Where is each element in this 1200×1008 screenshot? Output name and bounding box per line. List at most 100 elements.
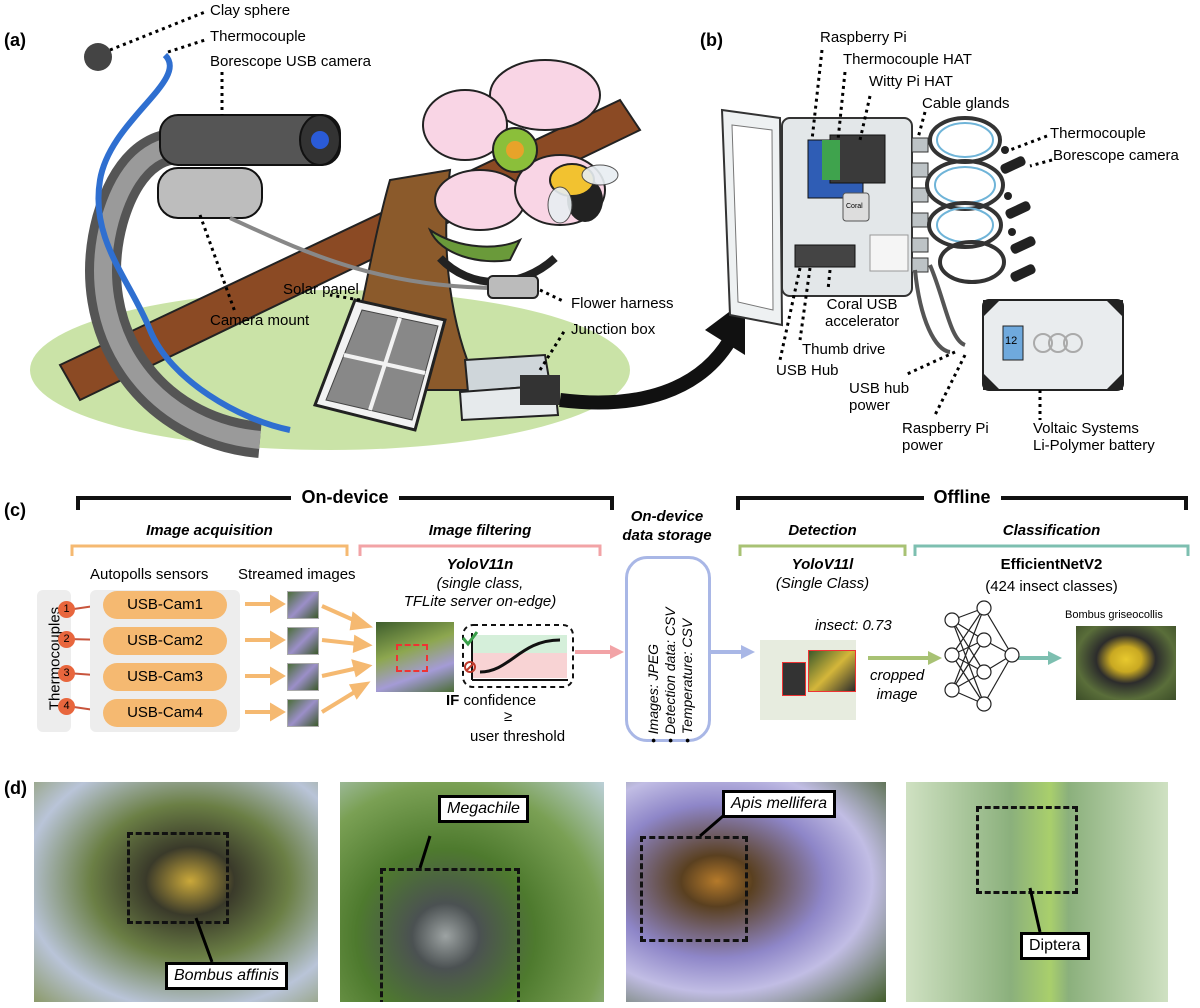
label-clay-sphere: Clay sphere	[210, 2, 291, 19]
photo-diptera	[906, 782, 1168, 1002]
usb-cam-1: USB-Cam1	[103, 591, 227, 619]
label-solar-panel: Solar panel	[283, 281, 359, 298]
label-coral-usb: Coral USB accelerator	[825, 296, 899, 331]
label-rpi-power-line2: power	[902, 437, 943, 455]
if-confidence: IF confidence	[446, 692, 536, 709]
breadboard	[869, 234, 909, 272]
label-usb-hub-power-line1: USB hub	[849, 380, 910, 397]
on-device-heading: On-device	[78, 487, 612, 508]
streamed-image-1	[287, 591, 319, 619]
streamed-label: Streamed images	[238, 566, 356, 583]
confidence-word: confidence	[459, 692, 537, 709]
label-usb-hub-power: USB hub power	[849, 380, 909, 415]
usb-cam-3: USB-Cam3	[103, 663, 227, 691]
storage-box	[625, 556, 711, 742]
effnet-title: EfficientNetV2	[1000, 556, 1103, 573]
box-apis-mellifera	[640, 836, 748, 942]
effnet-subtitle: (424 insect classes)	[985, 578, 1118, 595]
cropped-label-line2: image	[876, 685, 918, 703]
photo-apis-mellifera	[626, 782, 886, 1002]
box-bombus-affinis	[127, 832, 229, 924]
image-acquisition-heading: Image acquisition	[146, 522, 273, 539]
borescope-camera	[159, 114, 341, 166]
box-diptera	[976, 806, 1078, 894]
coiled-cables	[925, 116, 1006, 284]
neural-network-icon	[944, 600, 1020, 712]
yolo-n-subtitle-line1: (single class,	[436, 575, 524, 592]
detection-dark-region	[782, 662, 806, 696]
label-raspberry-pi: Raspberry Pi	[820, 29, 907, 46]
caption-apis-mellifera: Apis mellifera	[722, 790, 837, 818]
caption-bombus-affinis: Bombus affinis	[165, 962, 288, 990]
battery	[982, 299, 1124, 391]
label-usb-hub-power-line2: power	[849, 397, 890, 415]
user-threshold: user threshold	[470, 728, 566, 745]
streamed-image-4	[287, 699, 319, 727]
yolo-n-title: YoloV11n	[446, 556, 514, 573]
label-flower-harness: Flower harness	[571, 295, 674, 312]
label-camera-mount: Camera mount	[210, 312, 310, 329]
coral-accelerator	[842, 192, 870, 222]
offline-heading: Offline	[738, 487, 1186, 508]
panel-a-letter: (a)	[4, 30, 26, 50]
threshold-box	[462, 624, 574, 688]
streamed-image-3	[287, 663, 319, 691]
usb-hub-shape	[794, 244, 856, 268]
label-rpi-power: Raspberry Pi power	[902, 420, 989, 455]
box-megachile	[380, 868, 520, 1002]
usb-cam-4: USB-Cam4	[103, 699, 227, 727]
storage-heading-line2: data storage	[622, 526, 712, 544]
offline-heading-text: Offline	[923, 487, 1001, 507]
caption-diptera: Diptera	[1020, 932, 1090, 960]
battery-readout: 12	[1005, 335, 1018, 347]
thermocouple-cable	[95, 52, 291, 433]
autopolls-label: Autopolls sensors	[90, 566, 209, 583]
tc-badge-3: 3	[58, 665, 75, 682]
label-thermocouple: Thermocouple	[210, 28, 306, 45]
yolo-n-subtitle-line2: TFLite server on-edge)	[403, 593, 557, 610]
solar-panel	[312, 298, 447, 432]
panel-b-letter: (b)	[700, 30, 723, 50]
image-filtering-heading: Image filtering	[428, 522, 532, 539]
tc-badge-2: 2	[58, 631, 75, 648]
label-thumb-drive: Thumb drive	[802, 341, 886, 358]
label-borescope-camera: Borescope camera	[1053, 147, 1179, 164]
storage-heading-line1: On-device	[630, 508, 704, 525]
species-label: Bombus griseocollis	[1065, 609, 1163, 621]
label-thermocouple-b: Thermocouple	[1050, 125, 1146, 142]
bee-illustration	[547, 163, 619, 224]
if-word: IF	[446, 692, 460, 709]
tc-badge-4: 4	[58, 698, 75, 715]
label-witty-pi-hat: Witty Pi HAT	[869, 73, 953, 90]
arrow-a-to-b	[559, 336, 736, 410]
insect-confidence-label: insect: 0.73	[815, 617, 892, 634]
filtering-detection-box	[396, 644, 428, 672]
coral-chip-text: Coral	[846, 203, 863, 210]
yolo-l-subtitle: (Single Class)	[775, 575, 870, 592]
label-borescope: Borescope USB camera	[210, 53, 371, 70]
label-coral-usb-line2: accelerator	[825, 313, 900, 331]
detection-image	[760, 640, 856, 720]
label-battery-line1: Voltaic Systems	[1033, 420, 1139, 437]
label-junction-box: Junction box	[571, 321, 656, 338]
yolo-n-subtitle: (single class, TFLite server on-edge)	[360, 575, 600, 611]
camera-tips	[1000, 146, 1036, 282]
classification-heading: Classification	[1002, 522, 1101, 539]
cropped-image-label: cropped image	[870, 667, 924, 705]
label-cable-glands: Cable glands	[922, 95, 1010, 112]
clay-sphere-shape	[84, 43, 112, 71]
label-battery-line2: Li-Polymer battery	[1033, 437, 1155, 455]
label-usb-hub: USB Hub	[776, 362, 839, 379]
detection-crop-region	[808, 650, 856, 692]
tc-badge-1: 1	[58, 601, 75, 618]
streamed-image-2	[287, 627, 319, 655]
geq-symbol: ≥	[504, 708, 513, 725]
cropped-label-line1: cropped	[870, 667, 925, 684]
label-coral-usb-line1: Coral USB	[826, 296, 898, 313]
panel-d-letter: (d)	[4, 778, 27, 798]
detection-heading: Detection	[788, 522, 857, 539]
